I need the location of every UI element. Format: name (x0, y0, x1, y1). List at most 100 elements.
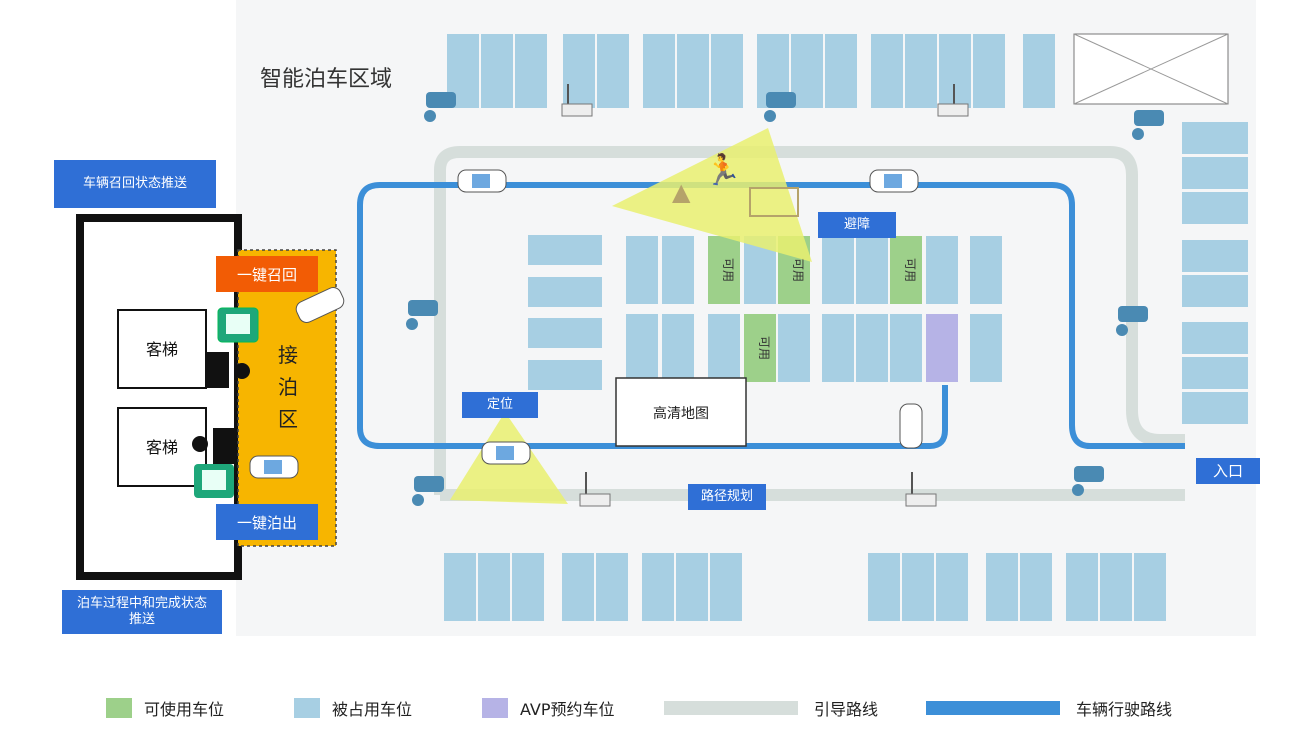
legend-item-drive: 车辆行驶路线 (926, 696, 1172, 720)
parking-space-occupied (626, 236, 658, 304)
parking-space-occupied (515, 34, 547, 108)
parking-space-occupied (642, 553, 674, 621)
parking-space-available (744, 314, 776, 382)
parking-space-occupied (902, 553, 934, 621)
parking-space-occupied (973, 34, 1005, 108)
bottom-parking-row (444, 553, 1166, 621)
right-parking-column (1182, 122, 1248, 424)
parking-space-occupied (677, 34, 709, 108)
parking-space-occupied (711, 34, 743, 108)
parking-space-occupied (1023, 34, 1055, 108)
parking-space-occupied (1066, 553, 1098, 621)
router-icon (905, 472, 937, 507)
parking-space-available (708, 236, 740, 304)
reserved-area-box (1073, 33, 1229, 105)
parking-space-occupied (1020, 553, 1052, 621)
parking-space-occupied (478, 553, 510, 621)
parking-space-occupied (970, 314, 1002, 382)
parking-space-occupied (1182, 357, 1248, 389)
parking-space-occupied (1182, 392, 1248, 424)
parking-space-occupied (1182, 192, 1248, 224)
parking-space-occupied (676, 553, 708, 621)
phone-icon (194, 464, 234, 498)
available-label: 可用 (721, 258, 735, 282)
one-key-recall-button[interactable]: 一键召回 (216, 256, 318, 292)
parking-space-occupied (1182, 322, 1248, 354)
parking-space-occupied (856, 314, 888, 382)
parking-space-occupied (1182, 275, 1248, 307)
parking-space-occupied (708, 314, 740, 382)
traffic-cone-icon: ▲ (672, 178, 691, 206)
car-icon (481, 441, 531, 465)
legend-swatch-guide (664, 701, 798, 715)
car-icon (249, 455, 299, 479)
elevator-label-1: 客梯 (146, 340, 178, 359)
parking-space-occupied (905, 34, 937, 108)
avoid-label: 避障 (818, 212, 896, 238)
path-planning-label: 路径规划 (688, 484, 766, 510)
parking-space-occupied (868, 553, 900, 621)
legend-label-drive: 车辆行驶路线 (1076, 700, 1173, 719)
parking-space-occupied (662, 236, 694, 304)
page-title: 智能泊车区域 (260, 67, 392, 92)
parking-space-occupied (528, 318, 602, 348)
parking-space-occupied (626, 314, 658, 382)
parking-space-occupied (791, 34, 823, 108)
recall-push-label: 车辆召回状态推送 (54, 160, 216, 208)
legend-item-guide: 引导路线 (664, 696, 878, 720)
car-icon (457, 169, 507, 193)
parking-space-occupied (1134, 553, 1166, 621)
parking-space-occupied (1182, 157, 1248, 189)
parking-space-occupied (778, 314, 810, 382)
person-icon (192, 428, 235, 464)
elevator-box-2 (117, 407, 207, 487)
legend-swatch-available (106, 698, 132, 718)
camera-icon (412, 476, 444, 506)
parking-space-occupied (970, 236, 1002, 304)
camera-icon (406, 300, 438, 330)
locate-label: 定位 (462, 392, 538, 418)
parking-space-occupied (528, 277, 602, 307)
camera-icon (424, 92, 456, 122)
parking-space-occupied (825, 34, 857, 108)
parking-space-occupied (512, 553, 544, 621)
pedestrian-icon: 🏃 (704, 152, 741, 188)
parking-space-occupied (936, 553, 968, 621)
guide-route (434, 146, 1185, 501)
legend-swatch-avp (482, 698, 508, 718)
elevator-box-1 (117, 309, 207, 389)
parking-space-occupied (597, 34, 629, 108)
parking-space-occupied (528, 235, 602, 265)
parking-space-occupied (1182, 240, 1248, 272)
legend-item-occupied: 被占用车位 (294, 696, 412, 720)
elevator-label-2: 客梯 (146, 438, 178, 457)
legend: 可使用车位 被占用车位 AVP预约车位 引导路线 车辆行驶路线 (0, 690, 1306, 724)
parking-space-avp (926, 314, 958, 382)
person-icon (207, 352, 250, 388)
camera-icon (1132, 110, 1164, 140)
inner-lower-row (626, 314, 1002, 382)
parking-space-occupied (481, 34, 513, 108)
legend-label-available: 可使用车位 (144, 700, 225, 719)
parking-space-occupied (822, 236, 854, 304)
handover-zone-char-3: 区 (278, 407, 298, 431)
hd-map-box (615, 377, 747, 447)
car-icon (295, 287, 345, 323)
parking-push-label: 泊车过程中和完成状态推送 (62, 590, 222, 634)
parking-space-occupied (1100, 553, 1132, 621)
parking-space-occupied (444, 553, 476, 621)
camera-icon (764, 92, 796, 122)
parking-space-occupied (890, 314, 922, 382)
legend-label-guide: 引导路线 (814, 700, 879, 719)
legend-label-avp: AVP预约车位 (520, 700, 615, 719)
handover-zone-char-1: 接 (278, 343, 298, 367)
parking-space-available (890, 236, 922, 304)
parking-space-occupied (986, 553, 1018, 621)
phone-icon (217, 307, 259, 343)
parking-space-occupied (1182, 122, 1248, 154)
parking-space-occupied (596, 553, 628, 621)
router-icon (561, 84, 593, 117)
one-key-park-button[interactable]: 一键泊出 (216, 504, 318, 540)
